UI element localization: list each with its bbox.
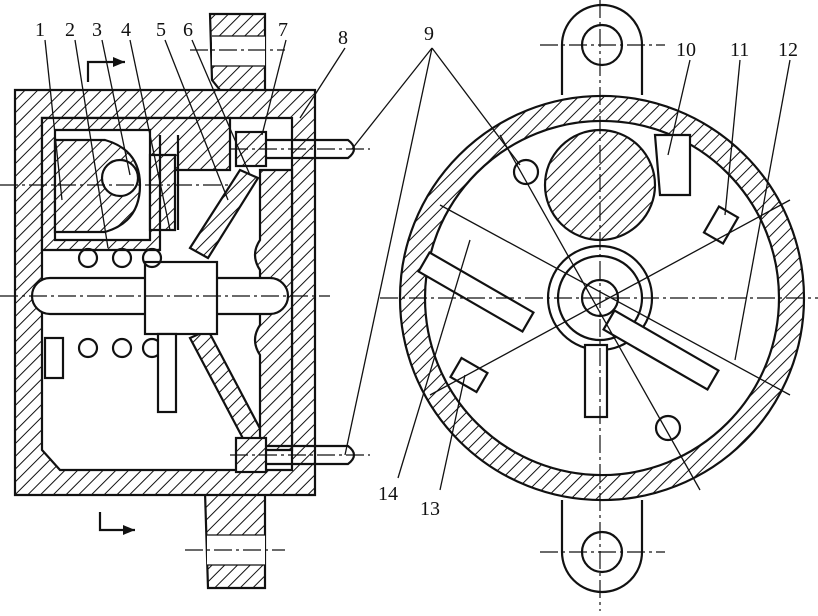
pin-lower-right <box>654 414 682 442</box>
lower-vane <box>156 332 178 414</box>
housing-wall <box>13 88 317 497</box>
top-ear <box>540 3 665 95</box>
spring-seat <box>43 336 65 380</box>
leader-lines <box>44 39 791 491</box>
rotor-hub <box>100 158 140 198</box>
side-section-view <box>0 12 370 590</box>
upper-spring-coils <box>77 247 163 269</box>
bottom-ear <box>540 500 665 594</box>
callout-labels: 1 2 3 4 5 6 7 8 9 10 11 12 13 14 <box>35 19 798 520</box>
section-arrow-top <box>86 60 125 82</box>
pin-upper-left <box>512 158 540 186</box>
callout-11: 11 <box>730 39 749 61</box>
callout-4: 4 <box>121 19 131 41</box>
diaphragm-upper <box>188 168 260 260</box>
lower-pin <box>230 436 370 474</box>
section-arrow-bottom <box>98 512 135 532</box>
callout-8: 8 <box>338 27 348 49</box>
callout-1: 1 <box>35 19 45 41</box>
shaft <box>0 260 330 336</box>
callout-6: 6 <box>183 19 193 41</box>
callout-9: 9 <box>424 23 434 45</box>
callout-12: 12 <box>778 39 798 61</box>
rotor-key <box>653 133 692 197</box>
callout-3: 3 <box>92 19 102 41</box>
callout-7: 7 <box>278 19 288 41</box>
lower-spring-coils <box>77 337 163 359</box>
callout-2: 2 <box>65 19 75 41</box>
top-mounting-lug <box>190 12 285 102</box>
callout-13: 13 <box>420 498 440 520</box>
front-view <box>380 0 818 611</box>
upper-pin <box>230 130 370 168</box>
callout-14: 14 <box>378 483 398 505</box>
vanes <box>417 250 720 419</box>
callout-10: 10 <box>676 39 696 61</box>
callout-5: 5 <box>156 19 166 41</box>
diaphragm-lower <box>188 328 268 450</box>
slider-left <box>449 356 489 394</box>
bottom-mounting-lug <box>185 490 285 590</box>
slider-right <box>702 205 740 245</box>
